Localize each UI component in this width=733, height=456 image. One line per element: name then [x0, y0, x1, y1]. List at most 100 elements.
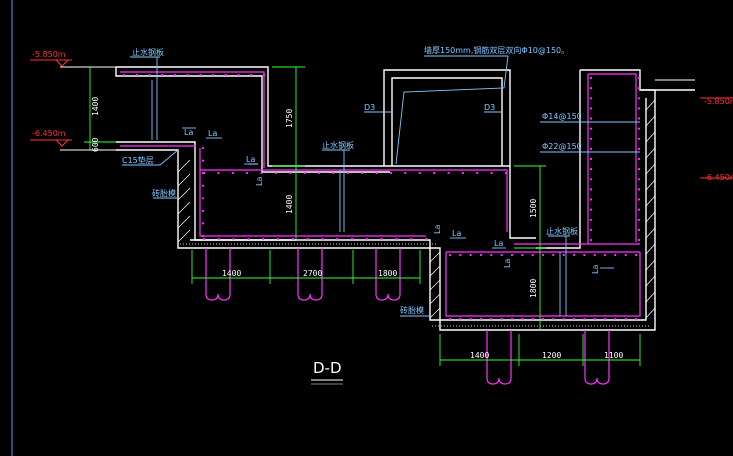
rebar-dot	[173, 73, 176, 77]
rebar-dot	[336, 237, 339, 241]
rebar-dot	[479, 253, 483, 257]
rebar-dot	[572, 253, 576, 257]
rebar-dot	[201, 146, 205, 150]
rebar-dot	[510, 253, 514, 257]
rebar-dot	[418, 171, 421, 175]
dim-mid-top: 1750	[285, 109, 294, 128]
rebar-dot	[589, 117, 593, 120]
rebar-dot	[202, 237, 206, 241]
rebar-dot	[589, 76, 593, 80]
label-la-2: La	[208, 129, 217, 138]
label-la-8: La	[503, 259, 512, 268]
rebar-dot	[262, 237, 265, 241]
rebar-dot	[237, 73, 240, 77]
dim-bottom-left-1: 1400	[222, 269, 241, 278]
rebar-dot	[637, 218, 641, 221]
rebar-dot	[589, 97, 593, 100]
dim-left-height: 1400	[91, 97, 100, 116]
rebar-dot	[562, 317, 565, 321]
rebar-dot	[447, 171, 450, 175]
rebar-dot	[637, 168, 641, 171]
rebar-dot	[583, 253, 586, 257]
rebar-dot	[448, 317, 452, 321]
rebar-dot	[148, 73, 151, 77]
rebar-dot	[217, 171, 220, 175]
rebar-dot	[201, 222, 205, 225]
rebar-dot	[589, 218, 593, 221]
rebar-dot	[202, 171, 206, 175]
rebar-dot	[346, 171, 349, 175]
note-waterstop-mid: 止水钢板	[322, 140, 354, 150]
dim-left-step: 600	[91, 137, 100, 152]
rebar-dot	[161, 73, 164, 77]
rebar-dot	[637, 87, 641, 90]
rebar-dot	[389, 171, 393, 175]
rebar-dot	[250, 73, 253, 77]
rebar-dot	[479, 317, 483, 321]
rebar-dot	[321, 237, 324, 241]
label-la-9: La	[591, 265, 600, 274]
label-rebar-b: Φ22@150	[542, 142, 582, 151]
rebar-dot	[589, 87, 593, 90]
label-rebar-a: Φ14@150	[542, 112, 582, 121]
dim-bottom-right-2: 1200	[542, 351, 561, 360]
cushion-layer	[180, 243, 650, 327]
note-wall-rebar: 墙厚150mm,钢筋双层双向Φ10@150。	[424, 45, 569, 55]
rebar-dot	[614, 317, 617, 321]
rebar-dot	[469, 253, 472, 257]
rebar-dot	[332, 171, 335, 175]
rebar-dot	[637, 178, 641, 181]
rebar-dot	[589, 188, 593, 191]
rebar-dot	[562, 253, 565, 257]
rebar-dot	[637, 188, 641, 191]
label-d3-left: D3	[364, 103, 375, 112]
label-la-4: La	[452, 229, 461, 238]
rebar-dot	[135, 73, 138, 77]
rebar-dot	[260, 171, 263, 175]
rebar-dot	[589, 147, 593, 150]
section-title: D-D	[313, 359, 342, 377]
rebar-dot	[217, 237, 220, 241]
rebar-dot	[589, 107, 593, 110]
dim-bottom-right-1: 1400	[470, 351, 489, 360]
rebar-dot	[303, 171, 306, 175]
rebar-dot	[637, 228, 641, 231]
rebar-dot	[361, 171, 364, 175]
dim-right-height: 1500	[529, 199, 538, 218]
rebar-dot	[637, 117, 641, 120]
label-la-5: La	[494, 239, 503, 248]
rebar-dot	[317, 171, 321, 175]
rebar-dot	[212, 73, 215, 77]
rebar-dots	[122, 73, 641, 321]
rebar-lines	[120, 71, 641, 317]
rebar-dot	[589, 137, 593, 140]
rebar-dot	[500, 253, 503, 257]
rebar-dot	[541, 317, 545, 321]
rebar-dot	[404, 171, 407, 175]
dim-right-low: 1800	[529, 279, 538, 298]
rebar-dot	[637, 147, 641, 150]
rebar-dot	[276, 237, 280, 241]
label-la-1: La	[184, 128, 193, 137]
note-cushion: C15垫层	[122, 155, 154, 165]
label-la-6: La	[255, 177, 264, 186]
rebar-dot	[433, 171, 436, 175]
rebar-dot	[395, 237, 398, 241]
dim-bottom-left-3: 1800	[378, 269, 397, 278]
rebar-dot	[637, 97, 641, 100]
dim-bottom-left-2: 2700	[303, 269, 322, 278]
rebar-dot	[201, 159, 205, 162]
brick-form-hatch	[177, 99, 656, 319]
rebar-dot	[589, 238, 593, 242]
rebar-dot	[593, 253, 596, 257]
rebar-dot	[634, 317, 638, 321]
rebar-dot	[375, 171, 378, 175]
rebar-dot	[476, 171, 479, 175]
rebar-dot	[201, 234, 205, 238]
rebar-dot	[521, 317, 524, 321]
rebar-dot	[589, 198, 593, 201]
rebar-dot	[459, 317, 462, 321]
rebar-dot	[350, 237, 354, 241]
rebar-dot	[504, 171, 508, 175]
